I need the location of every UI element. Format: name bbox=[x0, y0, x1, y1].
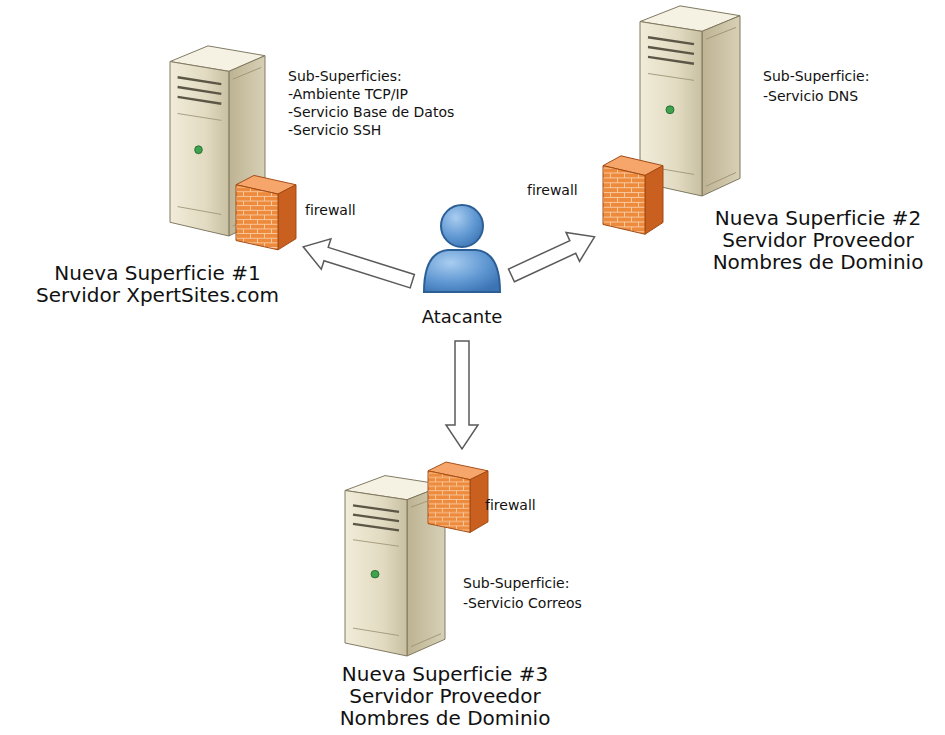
firewall-icon bbox=[236, 175, 296, 249]
attacker-icon bbox=[424, 205, 500, 292]
sub-surface-heading: Sub-Superficie: bbox=[463, 575, 569, 592]
block-arrow bbox=[303, 239, 414, 288]
attacker-node: Atacante bbox=[418, 198, 506, 335]
firewall-label: firewall bbox=[527, 182, 578, 199]
firewall-label: firewall bbox=[485, 497, 536, 514]
server-node: Nueva Superficie #1 Servidor XpertSites.… bbox=[165, 38, 300, 245]
surface-title: Nueva Superficie #2 Servidor Proveedor N… bbox=[708, 207, 928, 273]
block-arrow bbox=[446, 341, 478, 449]
sub-surface-heading: Sub-Superficies: bbox=[288, 68, 402, 85]
server-node: Nueva Superficie #3 Servidor Proveedor N… bbox=[338, 455, 498, 660]
sub-surface-item: -Servicio SSH bbox=[288, 122, 381, 139]
firewall-icon bbox=[603, 156, 663, 234]
surface-title: Nueva Superficie #3 Servidor Proveedor N… bbox=[330, 663, 560, 729]
surface-title: Nueva Superficie #1 Servidor XpertSites.… bbox=[35, 262, 280, 306]
sub-surface-item: -Ambiente TCP/IP bbox=[288, 86, 408, 103]
server-node: Nueva Superficie #2 Servidor Proveedor N… bbox=[600, 3, 745, 240]
sub-surface-heading: Sub-Superficie: bbox=[763, 68, 869, 85]
sub-surface-item: -Servicio Base de Datos bbox=[288, 104, 454, 121]
firewall-icon bbox=[428, 462, 488, 532]
actor-label: Atacante bbox=[402, 306, 522, 327]
block-arrow bbox=[508, 232, 594, 281]
sub-surface-item: -Servicio DNS bbox=[763, 88, 858, 105]
sub-surface-item: -Servicio Correos bbox=[463, 595, 582, 612]
firewall-label: firewall bbox=[305, 202, 356, 219]
